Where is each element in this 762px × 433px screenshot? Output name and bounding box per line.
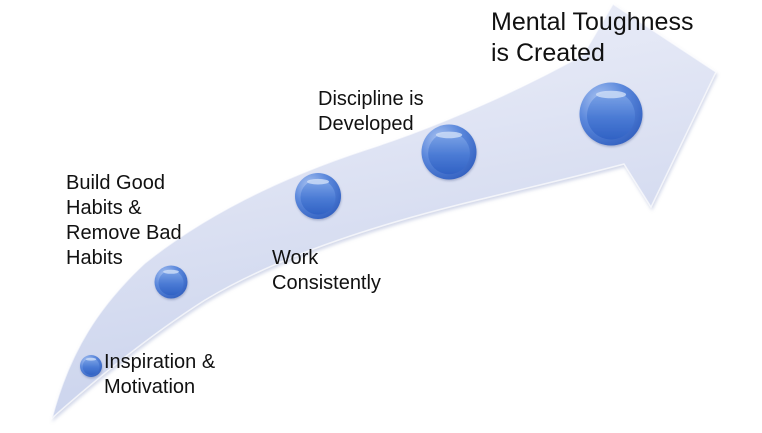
marker-sphere-glint: [595, 90, 627, 99]
marker-sphere-glint: [85, 357, 97, 361]
arrow-body: [52, 4, 716, 418]
stage-label-inspiration-motivation: Inspiration & Motivation: [104, 351, 216, 398]
stage-marker-3: [295, 173, 341, 219]
stage-marker-1: [80, 355, 102, 377]
marker-sphere-glint: [307, 178, 329, 185]
stage-marker-4: [421, 124, 477, 180]
stage-marker-5: [579, 82, 643, 146]
marker-sphere-inner: [82, 358, 100, 375]
stage-marker-2: [154, 265, 188, 299]
stage-label-discipline-developed: Discipline is Developed: [318, 88, 424, 135]
arrow-bevel-highlight: [50, 2, 717, 421]
stage-label-work-consistently: Work Consistently: [272, 247, 381, 294]
marker-sphere-inner: [428, 132, 470, 175]
arrow-shape: [50, 2, 717, 421]
marker-sphere-inner: [587, 91, 635, 140]
marker-sphere-glint: [435, 131, 463, 139]
stage-label-mental-toughness: Mental Toughness is Created: [491, 8, 694, 67]
stage-label-build-good-habits: Build Good Habits & Remove Bad Habits: [66, 172, 182, 269]
marker-sphere-glint: [163, 269, 179, 274]
marker-sphere-inner: [158, 270, 184, 296]
marker-sphere-inner: [300, 179, 336, 215]
